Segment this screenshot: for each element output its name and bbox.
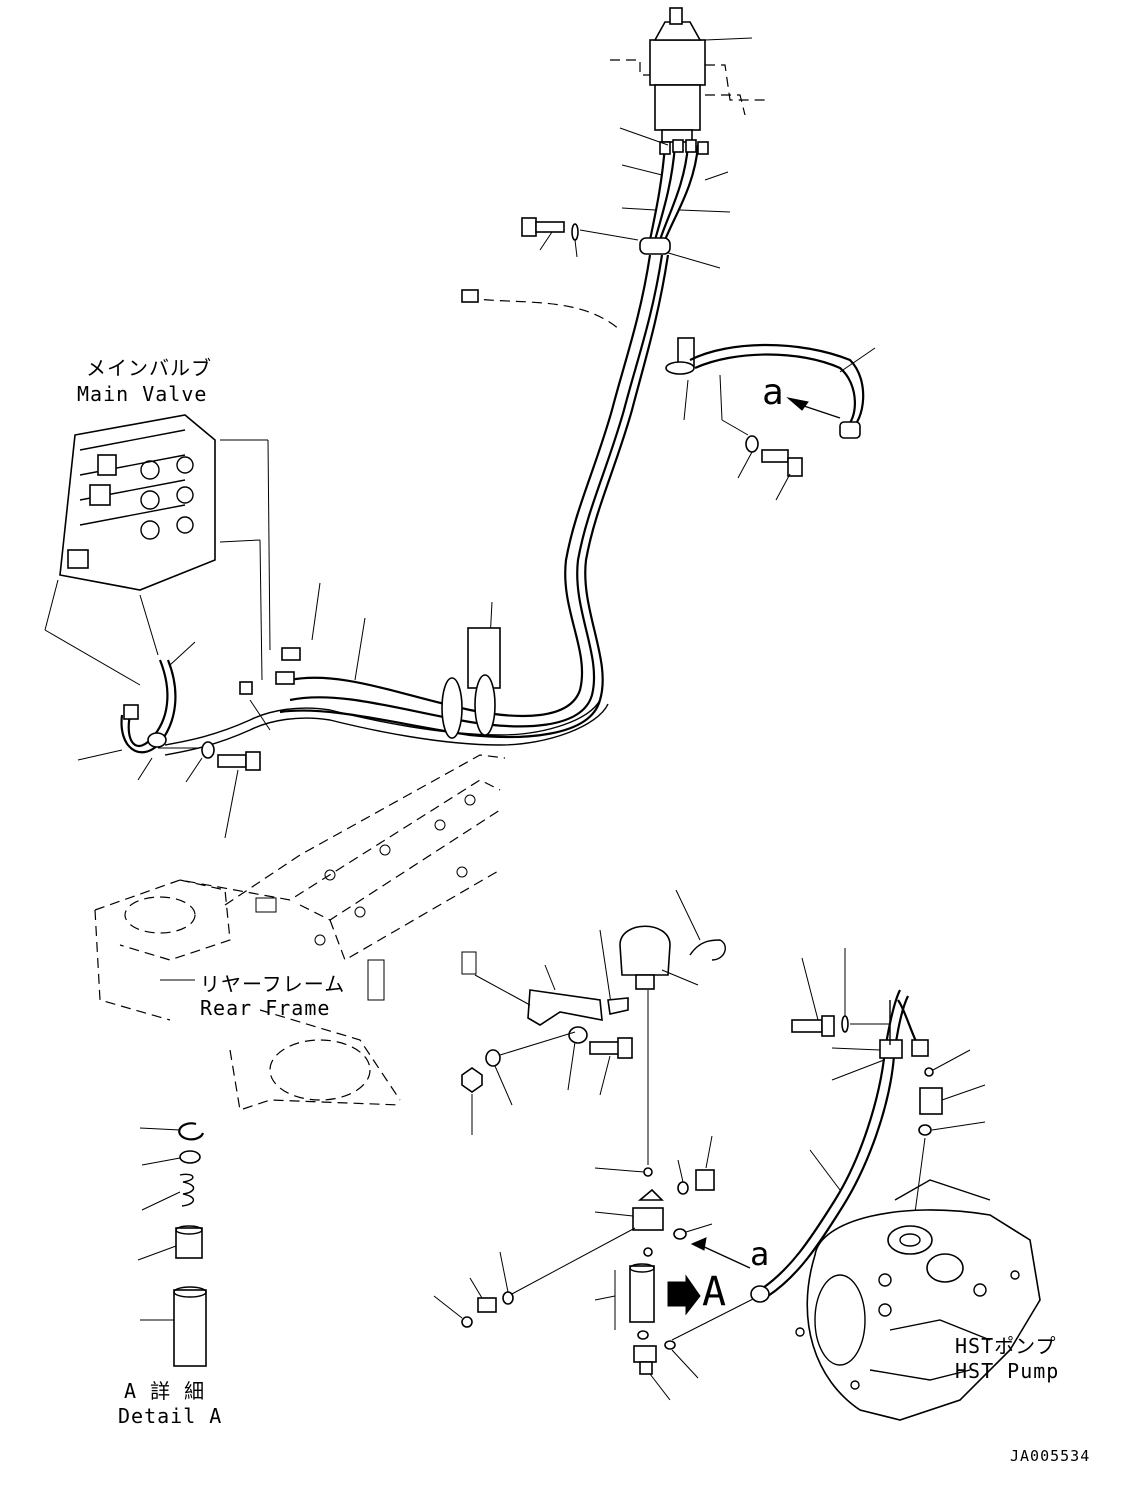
view-a-label: A	[702, 1269, 728, 1315]
rear-frame	[94, 754, 506, 1111]
hst-pump-label-en: HST Pump	[955, 1359, 1060, 1383]
hst-pump-label-jp: HSTポンプ	[955, 1334, 1057, 1358]
pilot-valve	[610, 7, 765, 143]
pump-fittings	[909, 1049, 986, 1251]
hst-pump	[795, 1179, 1041, 1421]
main-valve-label-jp: メインバルブ	[86, 356, 212, 380]
main-valve-label-en: Main Valve	[77, 382, 208, 406]
pilot-hoses	[619, 127, 731, 269]
drawing-number: JA005534	[1010, 1447, 1091, 1465]
rear-frame-label-en: Rear Frame	[200, 996, 331, 1020]
bracket	[461, 964, 633, 1135]
detail-a-parts	[137, 1122, 207, 1367]
arrow-a-lower-label: a	[750, 1235, 771, 1273]
accumulator	[599, 889, 726, 1165]
hose-bundle	[164, 254, 670, 756]
detail-a-label-jp: A 詳 細	[124, 1379, 206, 1403]
main-valve	[44, 414, 271, 686]
arrow-a-upper-label: a	[762, 372, 785, 413]
hst-bolt	[791, 948, 891, 1045]
tee-fitting	[433, 1135, 756, 1401]
clamp-bolt	[521, 217, 639, 258]
left-hose	[77, 641, 261, 839]
rear-frame-label-jp: リヤーフレーム	[200, 972, 346, 996]
detail-a-label-en: Detail A	[118, 1404, 223, 1428]
right-hose-a	[665, 337, 876, 501]
